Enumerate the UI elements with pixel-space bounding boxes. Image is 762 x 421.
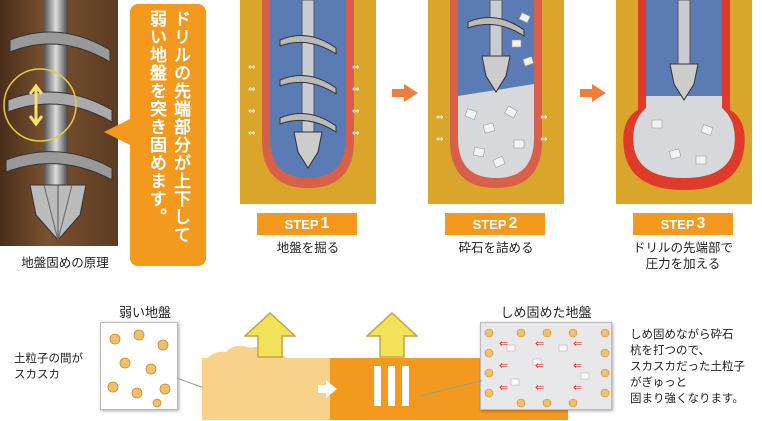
step-2-caption: 砕石を詰める — [421, 240, 571, 256]
pile-2 — [388, 366, 395, 406]
firm-note-line-5: 固まり強くなります。 — [630, 391, 744, 405]
step-2-caption-line-1: 砕石を詰める — [458, 240, 534, 255]
pile-1 — [374, 366, 381, 406]
weak-soil-bumps — [202, 345, 292, 364]
transition-arrow — [318, 380, 337, 398]
firm-note-line-1: しめ固めながら砕石 — [630, 327, 734, 341]
step-1-panel: ⇔ ⇔ ⇔ ⇔ ⇔ ⇔ ⇔ ⇔ — [240, 0, 376, 204]
step-3-caption-line-2: 圧力を加える — [645, 256, 721, 271]
step-3-label-text: STEP — [660, 216, 695, 232]
svg-text:⇐: ⇐ — [573, 359, 582, 372]
svg-text:⇐: ⇐ — [499, 359, 508, 372]
svg-text:⇐: ⇐ — [573, 381, 582, 394]
firm-title: しめ固めた地盤 — [500, 306, 592, 321]
step-2-label-text: STEP — [472, 216, 507, 232]
svg-text:⇔: ⇔ — [540, 113, 548, 123]
firm-soil-box: ⇐ ⇐ ⇐ ⇐ ⇐ ⇐ ⇐ ⇐ ⇐ — [480, 322, 612, 410]
svg-text:⇔: ⇔ — [352, 129, 360, 139]
step-1-label: STEP 1 — [257, 213, 357, 235]
step-1-illustration: ⇔ ⇔ ⇔ ⇔ ⇔ ⇔ ⇔ ⇔ — [248, 0, 360, 188]
svg-text:⇔: ⇔ — [352, 107, 360, 117]
svg-text:⇔: ⇔ — [540, 135, 548, 145]
weak-soil-particles — [107, 329, 171, 408]
svg-text:⇔: ⇔ — [248, 85, 256, 95]
drill-photo — [0, 0, 118, 246]
step-1-number: 1 — [320, 215, 330, 232]
up-arrow-firm — [366, 312, 418, 358]
weak-title: 弱い地盤 — [118, 306, 171, 321]
weak-soil-box — [100, 322, 178, 410]
svg-text:⇔: ⇔ — [352, 63, 360, 73]
svg-text:⇔: ⇔ — [436, 135, 444, 145]
weak-note-line-2: スカスカ — [14, 367, 60, 381]
svg-text:⇔: ⇔ — [352, 85, 360, 95]
step-arrow-2 — [580, 84, 606, 102]
svg-text:⇐: ⇐ — [535, 381, 544, 394]
step-3-label: STEP 3 — [633, 213, 733, 235]
step-1-caption-line-1: 地盤を掘る — [276, 240, 340, 255]
svg-text:⇔: ⇔ — [248, 63, 256, 73]
svg-text:⇐: ⇐ — [499, 337, 508, 350]
svg-text:⇐: ⇐ — [573, 337, 582, 350]
step-1-caption: 地盤を掘る — [233, 240, 383, 256]
firm-note-line-4: がぎゅっと — [630, 375, 688, 389]
svg-text:⇐: ⇐ — [535, 359, 544, 372]
firm-note-line-3: スカスカだった土粒子 — [630, 359, 745, 373]
firm-soil-particles: ⇐ ⇐ ⇐ ⇐ ⇐ ⇐ ⇐ ⇐ ⇐ — [484, 328, 610, 408]
svg-text:⇐: ⇐ — [499, 381, 508, 394]
pile-3 — [402, 366, 409, 406]
callout-text: ドリルの先端部分が上下して 弱い地盤を突き固めます。 — [130, 10, 206, 260]
callout-line-1: ドリルの先端部分が上下して — [170, 10, 190, 244]
photo-caption: 地盤固めの原理 — [21, 255, 109, 270]
firm-note-line-2: 杭を打つので、 — [630, 343, 711, 357]
svg-text:⇔: ⇔ — [248, 107, 256, 117]
weak-note: 土粒子の間が スカスカ — [14, 350, 104, 382]
svg-text:⇔: ⇔ — [248, 129, 256, 139]
weak-soil-band — [202, 358, 330, 420]
step-arrow-1 — [392, 84, 418, 102]
weak-connector — [177, 378, 203, 388]
firm-note: しめ固めながら砕石 杭を打つので、 スカスカだった土粒子 がぎゅっと 固まり強く… — [630, 326, 760, 406]
step-2-panel: ⇔ ⇔ ⇔ ⇔ — [428, 0, 564, 204]
step-2-label: STEP 2 — [445, 213, 545, 235]
callout-line-2: 弱い地盤を突き固めます。 — [146, 10, 166, 226]
drill-photo-illustration — [3, 0, 113, 241]
step-3-caption: ドリルの先端部で 圧力を加える — [608, 240, 758, 272]
callout-box — [130, 4, 206, 266]
step-3-caption-line-1: ドリルの先端部で — [632, 240, 733, 255]
step-1-label-text: STEP — [284, 216, 319, 232]
step-3-number: 3 — [696, 215, 706, 232]
step-2-illustration: ⇔ ⇔ ⇔ ⇔ — [436, 0, 548, 188]
callout-pointer — [104, 118, 132, 146]
step-3-panel — [616, 0, 752, 204]
step-3-illustration — [623, 0, 745, 190]
svg-text:⇔: ⇔ — [436, 113, 444, 123]
weak-note-line-1: 土粒子の間が — [14, 351, 83, 365]
svg-text:⇐: ⇐ — [535, 337, 544, 350]
up-arrow-weak — [244, 312, 296, 358]
step-2-number: 2 — [508, 215, 518, 232]
